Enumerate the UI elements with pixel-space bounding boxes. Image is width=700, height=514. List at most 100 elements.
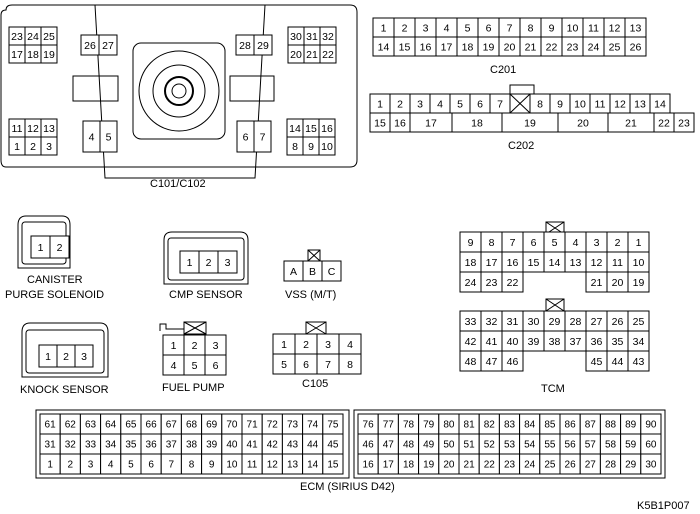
ecm-left-pin-label: 14 [307,460,319,471]
c202-key-cell-cross [509,93,531,114]
c202-row2-pin-label: 19 [524,117,536,129]
fuel-pump-label: FUEL PUMP [162,382,225,394]
ecm-left-outline [35,409,350,479]
tcm-lower-pin-label: 30 [528,316,540,328]
tcm-lower-pin-label: 32 [486,316,498,328]
tcm-lower-pin-label: 36 [591,336,603,348]
ecm-right-outline [353,409,666,479]
fuel-pump-key-cross [183,321,207,335]
tcm-upper-pin-label: 2 [615,237,621,249]
c101-left-bottom-pin-label: 2 [30,141,36,153]
canister-housing [17,215,71,269]
ecm-right-pin-label: 89 [625,420,637,431]
ecm-left-pin-label: 34 [105,440,117,451]
c101-right-bottom-pin-label: 9 [308,141,314,153]
canister-pin-label: 1 [38,242,44,254]
c101-blank-left [72,75,119,102]
ecm-left-pin-label: 68 [186,420,198,431]
tcm-upper-pin-label: 14 [549,257,561,269]
tcm-lower-pin-label: 47 [486,356,498,368]
c101-left-top-pin-label: 23 [11,31,23,43]
fuel-pump-pin-label: 6 [213,360,219,372]
tcm-upper-pin-label: 18 [465,257,477,269]
c202-row2-pin-label: 21 [625,117,637,129]
ecm-right-pin-label: 25 [544,460,556,471]
ecm-right-pin-label: 18 [403,460,415,471]
vss-cell [321,260,342,282]
canister-pin-label: 2 [57,242,63,254]
ecm-right-pin-label: 17 [383,460,395,471]
ecm-left-pin-label: 69 [206,420,218,431]
ecm-left-pin-label: 65 [125,420,137,431]
c101-left-bottom-pin-label: 1 [14,141,20,153]
c105-pin-label: 7 [325,359,331,371]
c101-left-top-cell [40,44,58,64]
cmp-label: CMP SENSOR [169,289,243,301]
c101-left-bottom-mid-cell [99,120,118,153]
ecm-left-pin-label: 4 [108,460,114,471]
tcm-lower-pin-label: 37 [570,336,582,348]
c202-row1-pin-label: 4 [437,98,443,110]
c101-right-bottom-pin-label: 10 [321,141,333,153]
fuel-pump-pin-label: 1 [171,340,177,352]
tcm-lower-pin-label: 28 [570,316,582,328]
knock-pin-label: 2 [63,351,69,363]
ecm-right-pin-label: 49 [423,440,435,451]
ecm-left-pin-label: 15 [327,460,339,471]
ecm-right-pin-label: 86 [565,420,577,431]
ecm-right-pin-label: 84 [524,420,536,431]
ecm-left-pin-label: 44 [307,440,319,451]
ecm-right-pin-label: 76 [363,420,375,431]
ecm-right-pin-label: 54 [524,440,536,451]
fuel-pump-cell [204,354,227,376]
c101-blank-right [229,75,275,102]
tcm-upper-cell [501,271,524,293]
c201-pin-label: 5 [465,22,471,34]
ecm-left-pin-label: 36 [146,440,158,451]
c201-pin-label: 19 [483,41,495,53]
ecm-left-pin-label: 10 [226,460,238,471]
ecm-right-pin-label: 88 [605,420,617,431]
tcm-upper-pin-label: 15 [528,257,540,269]
tcm-upper-pin-label: 5 [552,237,558,249]
knock-pin-label: 1 [45,351,51,363]
c101-left-top-pin-label: 19 [43,49,55,61]
c101-right-mid-pin-label: 29 [257,40,269,52]
tcm-lower-pin-label: 48 [465,356,477,368]
c201-pin-label: 17 [441,41,453,53]
c201-label: C201 [490,64,517,76]
c101-left-top-pin-label: 17 [11,49,23,61]
tcm-upper-pin-label: 22 [507,277,519,289]
tcm-lower-pin-label: 46 [507,356,519,368]
vss-key-cross [307,249,321,262]
c202-row1-pin-label: 7 [497,98,503,110]
ecm-left-pin-label: 11 [247,460,258,471]
tcm-upper-pin-label: 24 [465,277,477,289]
c202-row2-pin-label: 16 [394,117,406,129]
ecm-left-pin-label: 42 [267,440,279,451]
ecm-right-pin-label: 21 [464,460,476,471]
c202-row1-pin-label: 11 [595,98,606,110]
c101-right-bottom-cell [318,136,336,156]
c105-label: C105 [302,378,329,390]
c202-row2-pin-label: 23 [678,117,690,129]
ecm-right-pin-label: 22 [484,460,496,471]
c202-row2-pin-label: 20 [577,117,589,129]
c101-left-bottom-cell [40,136,58,156]
ecm-left-pin-label: 5 [128,460,134,471]
ecm-left-pin-label: 45 [327,440,339,451]
ecm-right-pin-label: 83 [504,420,516,431]
tcm-lower-pin-label: 35 [612,336,624,348]
c202-row1-pin-label: 9 [557,98,563,110]
c202-row2-pin-label: 15 [374,117,386,129]
tcm-upper-pin-label: 10 [633,257,645,269]
c202-row1-pin-label: 3 [417,98,423,110]
ecm-right-pin-label: 55 [544,440,556,451]
ecm-right-cell [640,453,662,475]
c202-row2-pin-label: 17 [425,117,437,129]
c101-right-top-pin-label: 31 [306,31,318,43]
c105-pin-label: 5 [281,359,287,371]
c101-left-mid-pin-label: 26 [84,40,96,52]
c201-pin-label: 22 [546,41,558,53]
ecm-left-pin-label: 32 [65,440,77,451]
